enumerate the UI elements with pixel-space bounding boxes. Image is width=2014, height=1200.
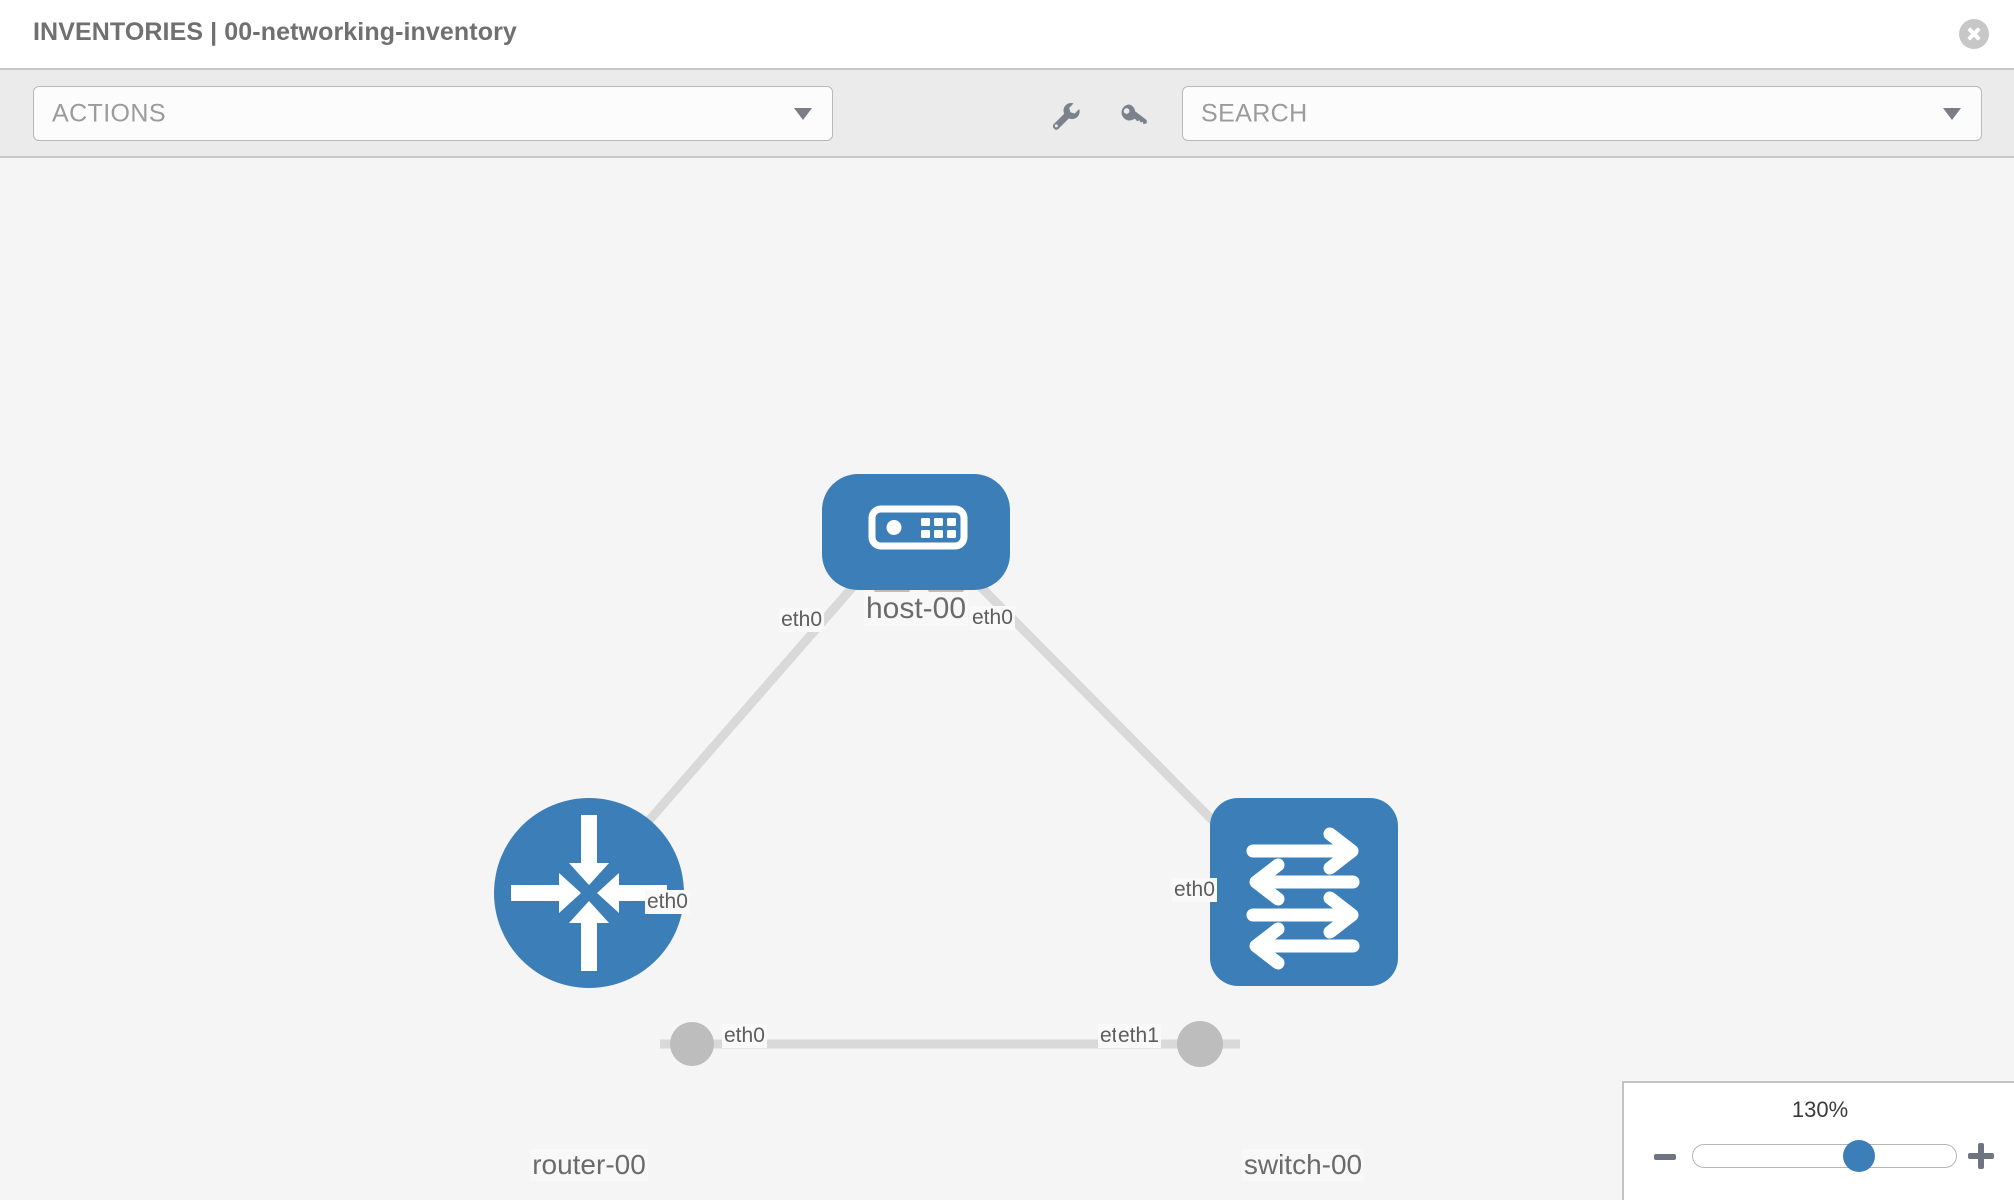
node-label-host-00: host-00 [863,592,969,626]
zoom-in-button[interactable] [1968,1143,1994,1169]
zoom-out-button[interactable] [1654,1154,1676,1160]
edge-label-switch00-eth1: eth1 [1116,1024,1161,1048]
node-router-00[interactable] [494,798,684,988]
zoom-slider-track[interactable] [1692,1140,1957,1172]
edge-host00-switch00[interactable] [948,554,1244,852]
connector-switch00-left [1177,1021,1223,1067]
topology-canvas[interactable]: eth0 eth0 eth0 eth0 eth0 eth0 eth1 host-… [0,158,2014,1200]
search-placeholder: SEARCH [1201,99,1308,127]
window-header: INVENTORIES | 00-networking-inventory [0,0,2014,68]
node-label-router-00: router-00 [530,1149,648,1181]
edge-label-router00-uplink: eth0 [645,890,690,914]
edge-label-host00-right: eth0 [970,606,1015,630]
edge-host00-router00[interactable] [621,555,882,851]
actions-dropdown-label: ACTIONS [52,99,166,127]
node-label-switch-00: switch-00 [1241,1149,1365,1181]
node-host-00[interactable] [822,474,1010,590]
zoom-slider-row [1624,1138,2014,1178]
toolbar: ACTIONS SEARCH [0,68,2014,158]
wrench-icon[interactable] [1047,100,1083,132]
key-icon[interactable] [1115,100,1151,132]
edge-label-router00-eth0: eth0 [722,1024,767,1048]
close-icon[interactable] [1959,19,1989,49]
node-switch-00[interactable] [1210,798,1398,986]
connector-group [670,556,1258,1067]
chevron-down-icon [794,107,812,120]
page-title: INVENTORIES | 00-networking-inventory [33,18,517,46]
edge-group [621,554,1244,1049]
zoom-slider-thumb[interactable] [1842,1140,1875,1172]
topology-graph[interactable] [0,158,2014,1200]
connector-router00-right [670,1022,714,1066]
edge-label-switch00-uplink: eth0 [1172,878,1217,902]
zoom-level-value: 130% [1791,1097,1849,1122]
actions-dropdown[interactable]: ACTIONS [33,86,833,141]
zoom-control-panel: 130% [1622,1081,2014,1200]
chevron-down-icon [1943,107,1961,120]
edge-label-host00-left: eth0 [779,608,824,632]
search-input[interactable]: SEARCH [1182,86,1982,141]
